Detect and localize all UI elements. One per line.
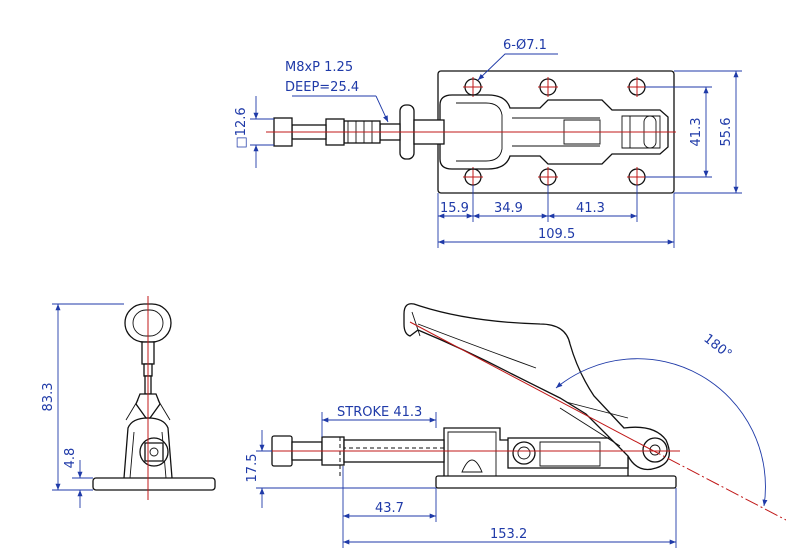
- base-length-dim: 109.5: [538, 227, 575, 242]
- stroke-dim: STROKE 41.3: [337, 405, 422, 420]
- overall-height-dim: 83.3: [41, 383, 56, 412]
- handle-angle-dim: 180°: [701, 331, 735, 362]
- end-view: 83.3 4.8: [41, 296, 216, 508]
- spacing-2-dim: 41.3: [576, 201, 605, 216]
- hole-spacing-v-dim: 41.3: [689, 118, 704, 147]
- plunger-extension-dim: 43.7: [375, 501, 404, 516]
- overall-length-dim: 153.2: [490, 527, 527, 542]
- plunger-height-dim: 17.5: [245, 454, 260, 483]
- base-thickness-dim: 4.8: [63, 448, 78, 469]
- offset-1-dim: 15.9: [440, 201, 469, 216]
- thread-callout-1: M8xP 1.25: [285, 60, 353, 75]
- base-width-dim: 55.6: [719, 118, 734, 147]
- side-view: 180° STROKE 41.3 17.5 43.7 153.2: [245, 303, 786, 548]
- spacing-1-dim: 34.9: [494, 201, 523, 216]
- hole-callout: 6-Ø7.1: [503, 38, 547, 53]
- square-size-dim: □12.6: [234, 107, 249, 148]
- top-view: M8xP 1.25 DEEP=25.4 6-Ø7.1 □12.6 41.3 55…: [234, 38, 742, 248]
- thread-callout-2: DEEP=25.4: [285, 80, 359, 95]
- top-body: [439, 94, 669, 170]
